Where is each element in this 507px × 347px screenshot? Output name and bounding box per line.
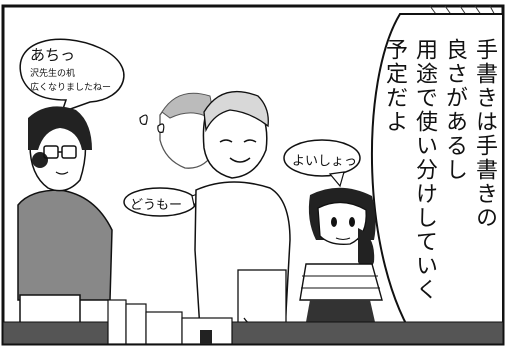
male-teacher-figure [194, 90, 291, 331]
teacher-figure [17, 106, 113, 336]
teacher-note-line-2: 広くなりましたねー [30, 83, 112, 93]
effort-text: よいしょっ [292, 154, 358, 169]
narration-line-4: 予定だよ [382, 38, 407, 134]
narration-line-2: 良さがあるし [442, 38, 467, 182]
narration-line-1: 手書きは手書きの [472, 38, 497, 230]
student-figure [299, 187, 383, 344]
narration-text: 手書きは手書きの 良さがあるし 用途で使い分けしていく 予定だよ [379, 38, 499, 338]
desk-items [2, 299, 504, 345]
teacher-speech-bubble [19, 38, 125, 114]
effort-bubble [283, 139, 361, 177]
narration-line-3: 用途で使い分けしていく [412, 38, 437, 302]
teacher-exclaim-text: あちっ [30, 46, 76, 64]
greeting-text: どうもー [130, 198, 183, 213]
teacher-note-line-1: 沢先生の机 [30, 69, 76, 79]
